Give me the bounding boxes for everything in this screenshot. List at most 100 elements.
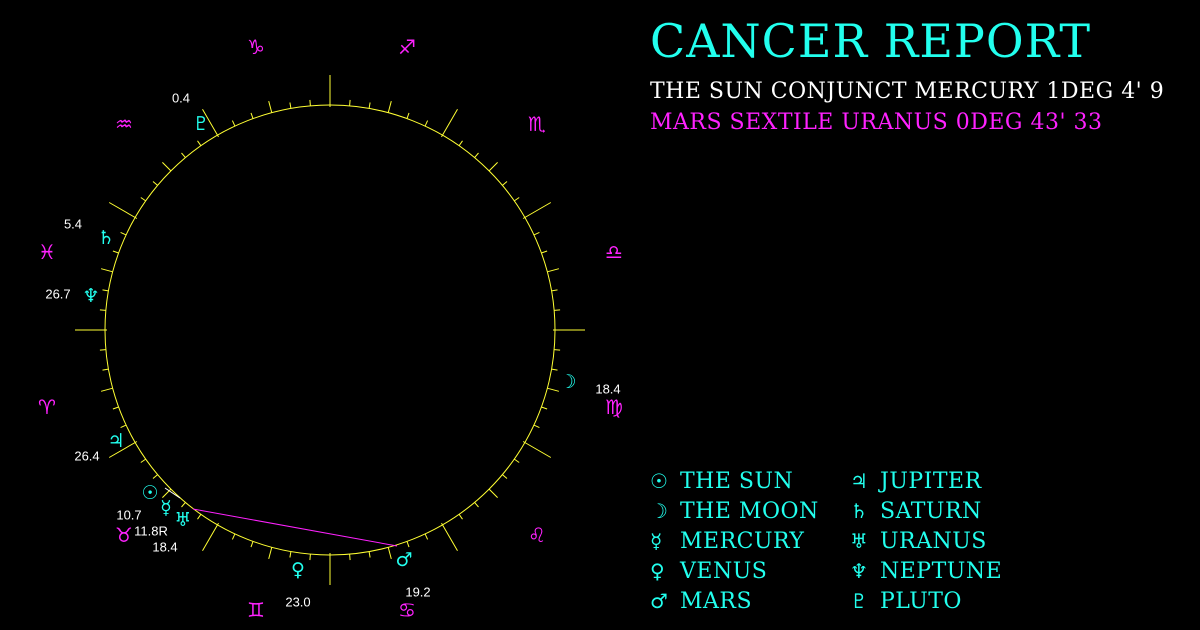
wheel-tick [268, 100, 273, 113]
legend-item: ♀ VENUS [650, 556, 819, 586]
legend-planet-icon: ♇ [850, 589, 868, 613]
wheel-tick [488, 488, 498, 498]
legend-item: ♆ NEPTUNE [850, 556, 1002, 586]
wheel-tick [424, 120, 429, 127]
gemini-sign: ♊ [247, 598, 265, 622]
mercury-icon: ☿ [160, 497, 172, 519]
wheel-major-tick [202, 522, 219, 552]
neptune-icon: ♆ [82, 285, 99, 307]
legend-item: ☿ MERCURY [650, 526, 819, 556]
capricorn-sign: ♑ [247, 35, 265, 59]
pluto-degree-label: 0.4 [172, 91, 190, 106]
wheel-tick [387, 547, 392, 560]
neptune-degree-label: 26.7 [45, 287, 70, 302]
wheel-tick [547, 268, 560, 273]
mercury-degree-label: 11.8R [134, 524, 168, 539]
aspect-headline-1: THE SUN CONJUNCT MERCURY 1DEG 4' 9 [650, 79, 1165, 104]
wheel-tick [140, 458, 146, 463]
wheel-tick [309, 554, 311, 561]
wheel-tick [368, 551, 371, 558]
legend-planet-icon: ☽ [650, 499, 668, 523]
wheel-tick [112, 406, 119, 410]
legend-planet-icon: ♆ [850, 559, 868, 583]
legend-planet-label: MARS [680, 588, 753, 614]
wheel-tick [424, 533, 429, 540]
wheel-tick [162, 162, 172, 172]
aries-sign: ♈ [38, 395, 56, 419]
legend-planet-label: THE SUN [680, 468, 794, 494]
wheel-major-tick [441, 522, 458, 552]
legend-planet-icon: ♀ [650, 559, 665, 583]
legend-planet-icon: ♅ [850, 529, 868, 553]
wheel-major-tick [441, 108, 458, 138]
libra-sign: ♎ [605, 240, 623, 264]
zodiac-signs: ♑♐♏♎♍♌♋♊♉♈♓♒ [38, 35, 623, 622]
wheel-major-tick [202, 108, 219, 138]
wheel-tick [533, 231, 540, 236]
legend-item: ♅URANUS [850, 526, 1002, 556]
virgo-sign: ♍ [605, 395, 623, 419]
wheel-tick [502, 181, 508, 186]
wheel-tick [406, 112, 410, 119]
wheel-tick [387, 100, 392, 113]
zodiac-wheel: ♑♐♏♎♍♌♋♊♉♈♓♒ ♇0.4♄5.4♆26.7♃26.4☉10.7☿11.… [38, 35, 623, 622]
sun-degree-label: 10.7 [116, 508, 141, 523]
wheel-tick [551, 368, 558, 371]
planet-legend-left: ☉THE SUN☽THE MOON☿MERCURY♀VENUS♂MARS [650, 466, 819, 616]
aspect-line-sun-mercury [164, 487, 181, 499]
wheel-tick [120, 424, 127, 429]
aspect-line-mars-uranus [192, 508, 398, 547]
wheel-tick [514, 197, 520, 202]
wheel-tick [541, 250, 548, 254]
legend-planet-icon: ♂ [650, 589, 668, 613]
leo-sign: ♌ [528, 523, 546, 547]
wheel-tick [502, 474, 508, 479]
wheel-tick [289, 102, 292, 109]
legend-planet-label: MERCURY [680, 528, 805, 554]
pluto-icon: ♇ [192, 113, 209, 135]
page-title: CANCER REPORT [650, 14, 1092, 68]
wheel-tick [152, 474, 158, 479]
planet-markers: ♇0.4♄5.4♆26.7♃26.4☉10.7☿11.8R♅18.4♀23.0♂… [45, 91, 620, 610]
wheel-tick [102, 368, 109, 371]
wheel-tick [554, 349, 561, 351]
wheel-tick [474, 502, 479, 508]
legend-item: ♄SATURN [850, 496, 1002, 526]
legend-planet-label: JUPITER [880, 468, 982, 494]
wheel-tick [112, 250, 119, 254]
wheel-tick [102, 289, 109, 292]
venus-icon: ♀ [291, 559, 305, 581]
moon-icon: ☽ [559, 371, 576, 393]
moon-degree-label: 18.4 [595, 382, 620, 397]
wheel-major-tick [108, 202, 138, 219]
wheel-tick [140, 197, 146, 202]
legend-item: ♃JUPITER [850, 466, 1002, 496]
legend-planet-icon: ☿ [650, 529, 663, 553]
mars-degree-label: 19.2 [405, 585, 430, 600]
wheel-tick [181, 152, 186, 158]
wheel-tick [488, 162, 498, 172]
wheel-tick [231, 120, 236, 127]
wheel-tick [268, 547, 273, 560]
wheel-tick [289, 551, 292, 558]
wheel-tick [197, 140, 202, 146]
mars-icon: ♂ [395, 549, 412, 571]
pisces-sign: ♓ [38, 240, 56, 264]
legend-planet-label: PLUTO [880, 588, 962, 614]
wheel-tick [250, 541, 254, 548]
legend-planet-label: NEPTUNE [880, 558, 1003, 584]
wheel-tick [231, 533, 236, 540]
wheel-tick [309, 99, 311, 106]
wheel-tick [368, 102, 371, 109]
wheel-tick [100, 268, 113, 273]
legend-planet-label: VENUS [680, 558, 768, 584]
wheel-major-tick [522, 441, 552, 458]
uranus-icon: ♅ [174, 509, 191, 531]
wheel-tick [99, 349, 106, 351]
sagittarius-sign: ♐ [398, 35, 416, 59]
wheel-tick [349, 99, 351, 106]
wheel-tick [541, 406, 548, 410]
scorpio-sign: ♏ [528, 112, 546, 136]
saturn-icon: ♄ [97, 227, 114, 249]
wheel-tick [152, 181, 158, 186]
